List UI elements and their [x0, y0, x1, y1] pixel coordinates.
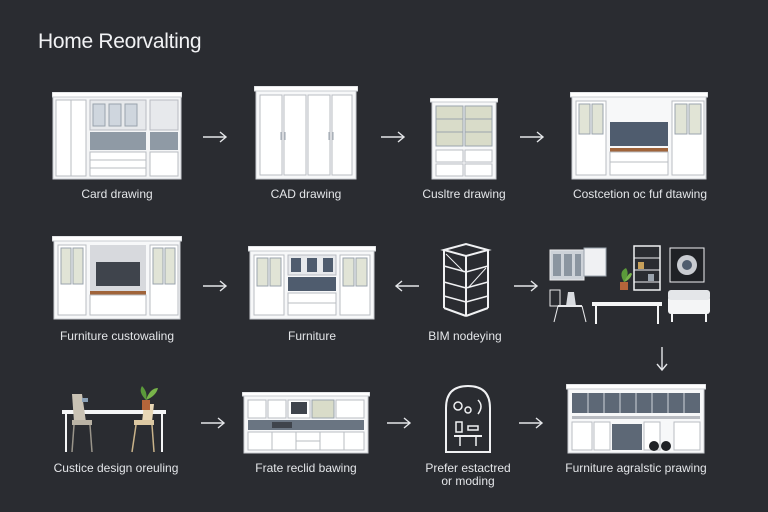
page-title: Home Reorvalting — [38, 30, 202, 53]
step-label-frame-build-drawing: Frate reclid bawing — [255, 461, 357, 475]
step-label-cad-drawing: CAD drawing — [270, 187, 342, 201]
cabinet-cad-drawing — [254, 86, 358, 180]
arrow-right-icon — [202, 131, 228, 143]
furniture-cabinet — [248, 246, 376, 320]
step-label-prefer-estacted-modeling: Prefer estactred or moding — [425, 461, 511, 488]
arrow-right-icon — [202, 280, 228, 292]
arrow-right-icon — [386, 417, 412, 429]
step-label-furniture-agralstic-drawing: Furniture agralstic prawing — [565, 461, 707, 475]
step-label-construction-drawing: Costcetion oc fuf dtawing — [572, 187, 708, 201]
step-label-culture-drawing: Cusltre drawing — [422, 187, 506, 201]
arrow-down-icon — [656, 346, 668, 372]
arrow-right-icon — [513, 280, 539, 292]
step-label-card-drawing: Card drawing — [81, 187, 153, 201]
step-label-custom-design-ordering: Custice design oreuling — [53, 461, 179, 475]
dining-table-chairs — [60, 384, 172, 454]
arrow-right-icon — [519, 131, 545, 143]
arrow-right-icon — [518, 417, 544, 429]
tv-cabinet-customizing — [52, 236, 182, 320]
step-label-bim-modeling: BIM nodeying — [428, 329, 502, 343]
step-label-furniture: Furniture — [287, 329, 337, 343]
cabinet-construction-drawing — [570, 92, 708, 180]
arrow-right-icon — [200, 417, 226, 429]
furnished-room-scene — [548, 244, 714, 326]
arrow-right-icon — [380, 131, 406, 143]
cabinet-culture-drawing — [430, 98, 498, 180]
kitchen-elevation-drawing — [566, 384, 706, 454]
kitchen-wall-cabinet — [242, 392, 370, 454]
bim-model-icon — [440, 242, 492, 318]
cabinet-card-drawing — [52, 92, 182, 180]
arrow-left-icon — [394, 280, 420, 292]
arched-model-icon — [442, 384, 494, 454]
step-label-furniture-customizing: Furniture custowaling — [59, 329, 175, 343]
